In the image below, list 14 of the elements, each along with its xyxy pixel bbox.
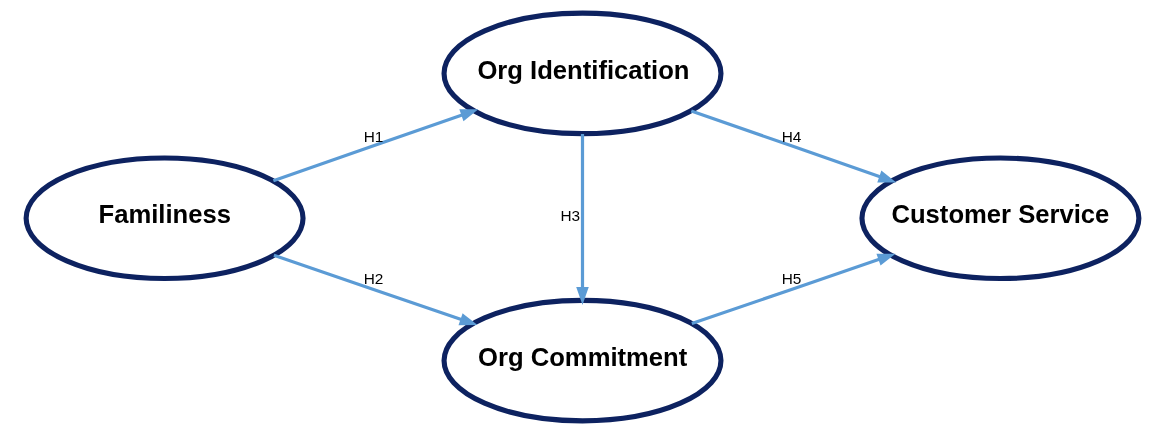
arrow [272,253,478,326]
edge-label: H4 [781,128,801,146]
edge-label: H5 [781,270,801,288]
arrow [690,109,896,183]
node-ellipse: Org Identification [441,10,723,137]
edge-label: H1 [363,128,383,146]
arrow [272,109,478,183]
arrow [575,133,589,305]
edge-label: H3 [559,206,580,224]
node-ellipse: Customer Service [858,155,1141,282]
node-ellipse: Familiness [23,155,306,282]
edge-label: H2 [363,270,383,288]
arrow [690,253,895,326]
node-ellipse: Org Commitment [441,297,723,424]
